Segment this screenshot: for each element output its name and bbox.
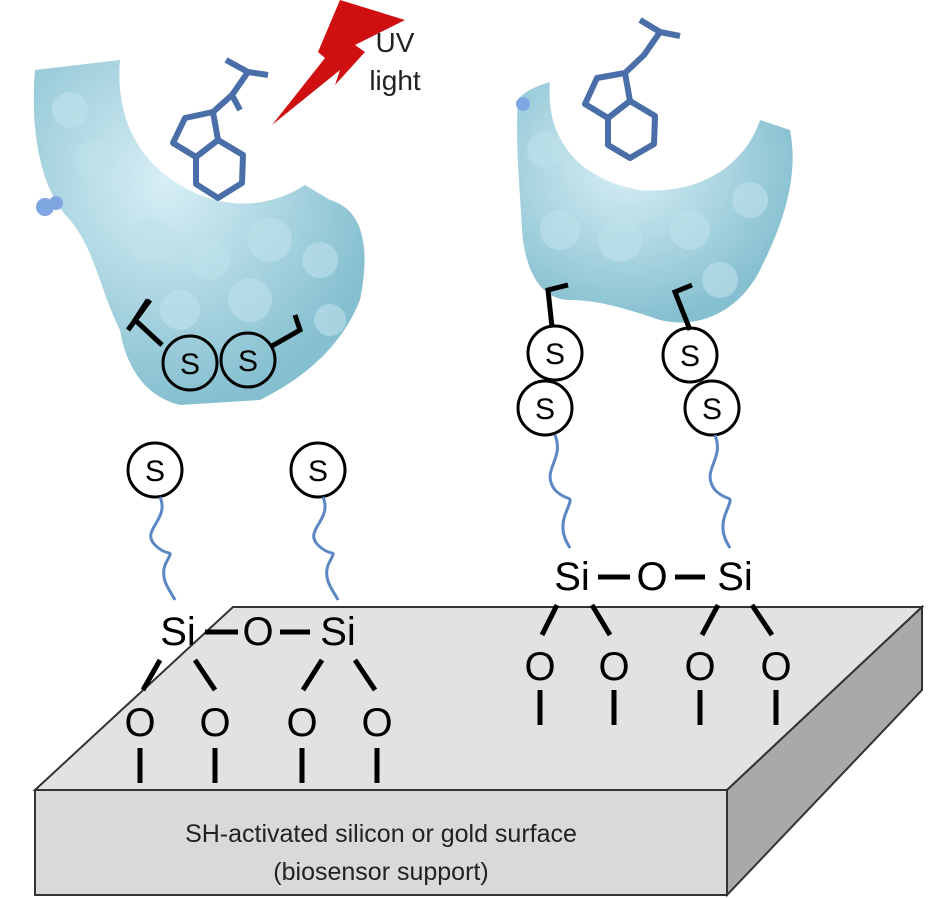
silicon-atom: Si [554, 555, 590, 599]
oxygen-atom: O [242, 610, 273, 654]
thiol-linkers-left [125, 298, 304, 349]
oxygen-atom: O [636, 555, 667, 599]
sulfur-atom: S [680, 340, 700, 373]
silicon-atom: Si [320, 610, 356, 654]
silicon-atom: Si [717, 555, 753, 599]
siloxane-right: Si O Si O O O O [524, 555, 792, 725]
oxygen-atom: O [124, 701, 155, 745]
protein-right [516, 82, 793, 323]
ligand-left [170, 57, 269, 201]
oxygen-atom: O [598, 645, 629, 689]
sulfur-atom: S [535, 393, 555, 426]
thiol-linkers-right [545, 282, 693, 331]
sulfur-atom: S [238, 345, 258, 378]
silicon-atom: Si [160, 610, 196, 654]
uv-label-line1: UV [376, 27, 415, 58]
surface-label-line2: (biosensor support) [273, 858, 488, 886]
surface-label-line1: SH-activated silicon or gold surface [185, 820, 577, 848]
oxygen-atom: O [199, 701, 230, 745]
oxygen-atom: O [361, 701, 392, 745]
oxygen-atom: O [760, 645, 791, 689]
sulfur-atom: S [180, 348, 200, 381]
protein-left [33, 60, 365, 405]
disulfide-right: S S S S [516, 324, 741, 437]
oxygen-atom: O [286, 701, 317, 745]
sulfur-atom: S [145, 455, 165, 488]
oxygen-atom: O [684, 645, 715, 689]
ligand-right [582, 17, 681, 161]
alkyl-linkers [149, 434, 732, 601]
sulfur-atom: S [545, 338, 565, 371]
free-thiols-left: S S [126, 441, 347, 499]
oxygen-atom: O [524, 645, 555, 689]
uv-label-line2: light [369, 65, 421, 96]
disulfide-left: S S [161, 331, 277, 392]
sulfur-atom: S [702, 393, 722, 426]
surface-slab: SH-activated silicon or gold surface (bi… [32, 604, 925, 898]
siloxane-left: Si O Si O O O O [124, 610, 393, 783]
uv-lightning-icon [272, 0, 405, 125]
sulfur-atom: S [308, 455, 328, 488]
